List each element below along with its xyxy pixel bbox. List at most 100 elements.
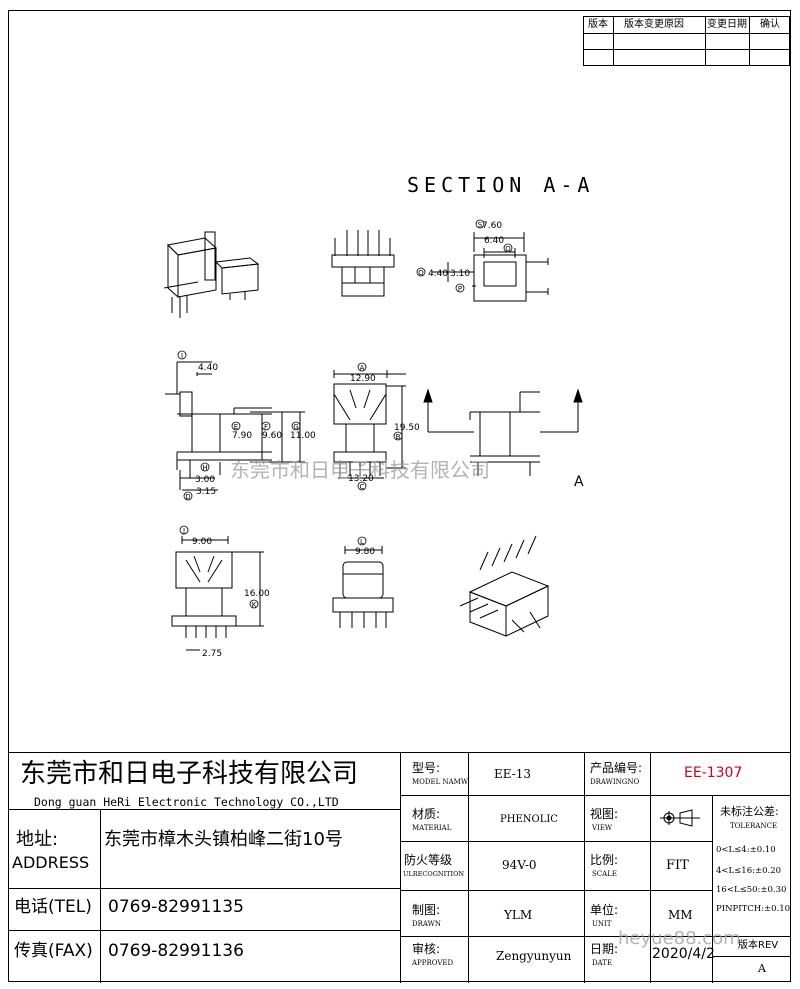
tolerance-line-3: 16<L≤50:±0.30 bbox=[716, 885, 787, 895]
dim-9-80: 9.80 bbox=[355, 547, 375, 557]
callout-c: C bbox=[360, 483, 365, 491]
address-label-en: ADDRESS bbox=[12, 853, 90, 872]
approved-value: Zengyunyun bbox=[496, 949, 572, 963]
company-name-en: Dong guan HeRi Electronic Technology CO.… bbox=[34, 795, 339, 809]
unit-label-en: UNIT bbox=[592, 920, 612, 928]
callout-p: P bbox=[458, 285, 462, 293]
dim-13-20: 13.20 bbox=[348, 474, 374, 484]
rev-header-confirm: 确认 bbox=[760, 19, 780, 30]
top-view-bottom-left bbox=[171, 536, 264, 651]
technical-drawing: 7.60 6.40 4.40 3.10 4.40 12.90 7.90 9.60… bbox=[163, 219, 584, 659]
fax-label: 传真(FAX) bbox=[14, 941, 93, 961]
dim-7-60: 7.60 bbox=[482, 221, 502, 231]
callout-j: J bbox=[182, 527, 185, 535]
approved-label-en: APPROVED bbox=[412, 959, 454, 967]
dim-3-00: 3.00 bbox=[195, 475, 215, 485]
callout-o: O bbox=[418, 269, 424, 277]
callout-i: I bbox=[181, 352, 183, 360]
view-label-en: VIEW bbox=[592, 824, 613, 832]
dim-9-60: 9.60 bbox=[262, 431, 282, 441]
dim-4-40: 4.40 bbox=[198, 363, 218, 373]
rev-label: 版本REV bbox=[738, 940, 779, 951]
tolerance-line-4: PINPITCH:±0.10 bbox=[716, 904, 791, 914]
address-value: 东莞市樟木头镇柏峰二街10号 bbox=[104, 829, 343, 850]
dim-2-75: 2.75 bbox=[202, 649, 222, 659]
company-name-cn: 东莞市和日电子科技有限公司 bbox=[20, 759, 359, 789]
side-view-top bbox=[331, 230, 395, 297]
callout-a: A bbox=[360, 364, 365, 372]
callout-q: Q bbox=[505, 245, 511, 253]
tolerance-label-cn: 未标注公差: bbox=[720, 805, 779, 818]
title-block: 东莞市和日电子科技有限公司 Dong guan HeRi Electronic … bbox=[8, 752, 791, 983]
fax-value: 0769-82991136 bbox=[108, 941, 244, 961]
watermark-company: 东莞市和日电子科技有限公司 bbox=[230, 458, 490, 482]
dim-3-10: 3.10 bbox=[450, 269, 470, 279]
material-label-en: MATERIAL bbox=[412, 824, 452, 832]
date-label-en: DATE bbox=[592, 959, 613, 967]
drawingno-label-cn: 产品编号: bbox=[590, 761, 643, 775]
callout-b: B bbox=[396, 433, 401, 441]
callout-f: F bbox=[264, 423, 268, 431]
model-label-en: MODEL NAMW bbox=[412, 778, 469, 786]
rev-value: A bbox=[758, 962, 766, 975]
front-view-left bbox=[165, 361, 305, 491]
date-label-cn: 日期: bbox=[590, 942, 619, 956]
drawn-label-en: DRAWN bbox=[412, 920, 441, 928]
dim-16-00: 16.00 bbox=[244, 589, 270, 599]
callout-k: K bbox=[252, 601, 257, 609]
callout-s: S bbox=[478, 221, 483, 229]
view-label-cn: 视图: bbox=[590, 807, 619, 821]
iso-view-bottom-right bbox=[459, 535, 550, 637]
tolerance-label-en: TOLERANCE bbox=[730, 822, 778, 830]
dim-12-90: 12.90 bbox=[350, 374, 376, 384]
front-view-center bbox=[333, 370, 406, 479]
section-mark-a: A bbox=[574, 474, 584, 490]
rev-header-reason: 版本变更原因 bbox=[624, 19, 684, 30]
model-label-cn: 型号: bbox=[412, 761, 441, 775]
model-value: EE-13 bbox=[494, 767, 532, 781]
callout-h: H bbox=[202, 464, 207, 472]
dim-9-00: 9.00 bbox=[192, 537, 212, 547]
material-value: PHENOLIC bbox=[500, 814, 558, 825]
revision-table: 版本 版本变更原因 变更日期 确认 bbox=[583, 16, 790, 66]
scale-label-en: SCALE bbox=[592, 870, 617, 878]
rev-header-version: 版本 bbox=[588, 19, 608, 30]
tolerance-line-1: 0<L≤4:±0.10 bbox=[716, 845, 776, 855]
dim-3-15: 3.15 bbox=[196, 487, 216, 497]
section-title: SECTION A-A bbox=[407, 173, 595, 197]
projection-symbol-icon bbox=[660, 809, 700, 827]
dim-11-00: 11.00 bbox=[290, 431, 316, 441]
material-label-cn: 材质: bbox=[412, 807, 441, 821]
iso-view-top-left bbox=[163, 231, 260, 318]
dim-4-40-top: 4.40 bbox=[428, 269, 448, 279]
front-view-bottom-center bbox=[332, 546, 394, 628]
dim-7-90: 7.90 bbox=[232, 431, 252, 441]
drawn-value: YLM bbox=[504, 908, 533, 922]
rev-header-date: 变更日期 bbox=[707, 19, 747, 30]
callout-l: L bbox=[360, 538, 364, 546]
section-view-aa bbox=[427, 391, 579, 476]
scale-value: FIT bbox=[666, 858, 689, 873]
approved-label-cn: 审核: bbox=[412, 942, 441, 956]
fire-value: 94V-0 bbox=[502, 858, 537, 872]
drawingno-value: EE-1307 bbox=[684, 765, 743, 781]
tolerance-line-2: 4<L≤16:±0.20 bbox=[716, 866, 782, 876]
tel-label: 电话(TEL) bbox=[14, 897, 92, 917]
dim-19-50: 19.50 bbox=[394, 423, 420, 433]
fire-label-cn: 防火等级 bbox=[404, 853, 453, 867]
drawing-frame bbox=[8, 10, 791, 982]
tel-value: 0769-82991135 bbox=[108, 897, 244, 917]
section-view-top bbox=[432, 232, 549, 302]
fire-label-en: ULRECOGNITION bbox=[403, 870, 465, 878]
address-label-cn: 地址: bbox=[16, 829, 59, 850]
dim-6-40: 6.40 bbox=[484, 236, 504, 246]
unit-value: MM bbox=[668, 908, 693, 922]
scale-label-cn: 比例: bbox=[590, 853, 619, 867]
callout-d: D bbox=[185, 493, 190, 501]
date-value: 2020/4/2 bbox=[652, 946, 715, 962]
drawingno-label-en: DRAWINGNO bbox=[590, 778, 640, 786]
watermark-site: heyue88.com bbox=[618, 928, 741, 949]
callout-g: G bbox=[293, 423, 298, 431]
unit-label-cn: 单位: bbox=[590, 903, 619, 917]
drawn-label-cn: 制图: bbox=[412, 903, 441, 917]
